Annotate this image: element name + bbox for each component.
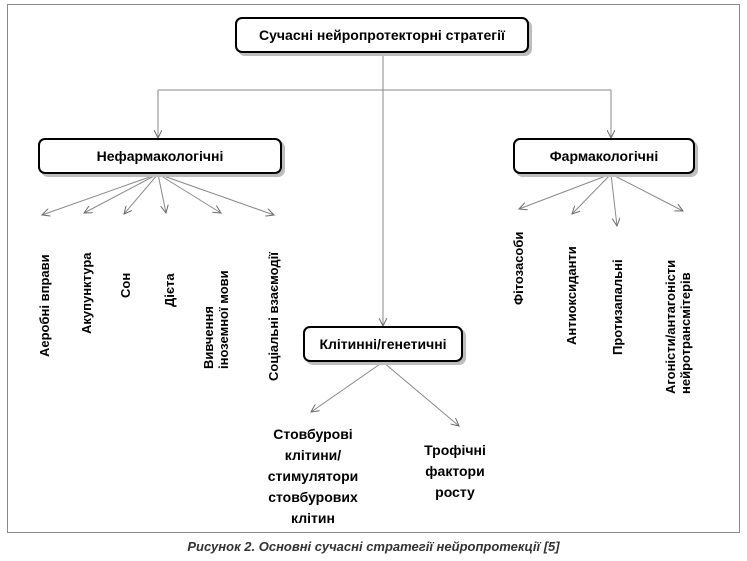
cellular-label: Клітинні/генетичні bbox=[319, 336, 447, 352]
arrow-sleep bbox=[124, 173, 159, 214]
arrow-social bbox=[157, 173, 274, 215]
arrow-acupuncture bbox=[84, 173, 159, 213]
item-acupuncture: Акупунктура bbox=[79, 252, 94, 335]
figure-frame bbox=[7, 4, 740, 533]
item-antioxidants: Антиоксиданти bbox=[564, 246, 579, 345]
arrow-agonists bbox=[610, 173, 683, 211]
arrow-antiinflammatory bbox=[610, 173, 617, 226]
item-language-text: Вивчення іноземної мови bbox=[201, 270, 231, 369]
arrow-stem-cells bbox=[311, 361, 384, 412]
item-phyto: Фітозасоби bbox=[511, 231, 526, 305]
item-trophic: Трофічні фактори росту bbox=[424, 442, 486, 500]
pharm-label: Фармакологічні bbox=[549, 148, 659, 164]
arrow-aerobic bbox=[42, 173, 159, 215]
figure-caption: Рисунок 2. Основні сучасні стратегії ней… bbox=[187, 539, 560, 554]
arrow-diet bbox=[157, 173, 166, 213]
pharm-box: Фармакологічні bbox=[513, 138, 695, 174]
arrow-language bbox=[157, 173, 221, 213]
root-label: Сучасні нейропротекторні стратегії bbox=[259, 27, 505, 43]
nonpharm-label: Нефармакологічні bbox=[96, 148, 224, 164]
item-antiinflammatory: Протизапальні bbox=[610, 259, 625, 355]
item-agonists: Агоністи/антагоністи нейротрансмітерів bbox=[663, 234, 693, 394]
arrow-antioxidants bbox=[572, 173, 612, 214]
item-language: Вивчення іноземної мови bbox=[201, 241, 231, 369]
item-sleep: Сон bbox=[118, 272, 133, 298]
arrow-phyto bbox=[519, 173, 612, 209]
nonpharm-box: Нефармакологічні bbox=[38, 138, 282, 174]
item-social: Соціальні взаємодії bbox=[266, 252, 281, 381]
cellular-box: Клітинні/генетичні bbox=[303, 326, 463, 362]
item-diet: Дієта bbox=[162, 273, 177, 307]
item-agonists-text: Агоністи/антагоністи нейротрансмітерів bbox=[663, 259, 693, 394]
item-stem-cells: Стовбурові клітини/ стимулятори стовбуро… bbox=[267, 426, 359, 526]
root-box: Сучасні нейропротекторні стратегії bbox=[235, 17, 529, 53]
item-aerobic: Аеробні вправи bbox=[37, 254, 52, 357]
arrow-trophic bbox=[382, 361, 459, 426]
